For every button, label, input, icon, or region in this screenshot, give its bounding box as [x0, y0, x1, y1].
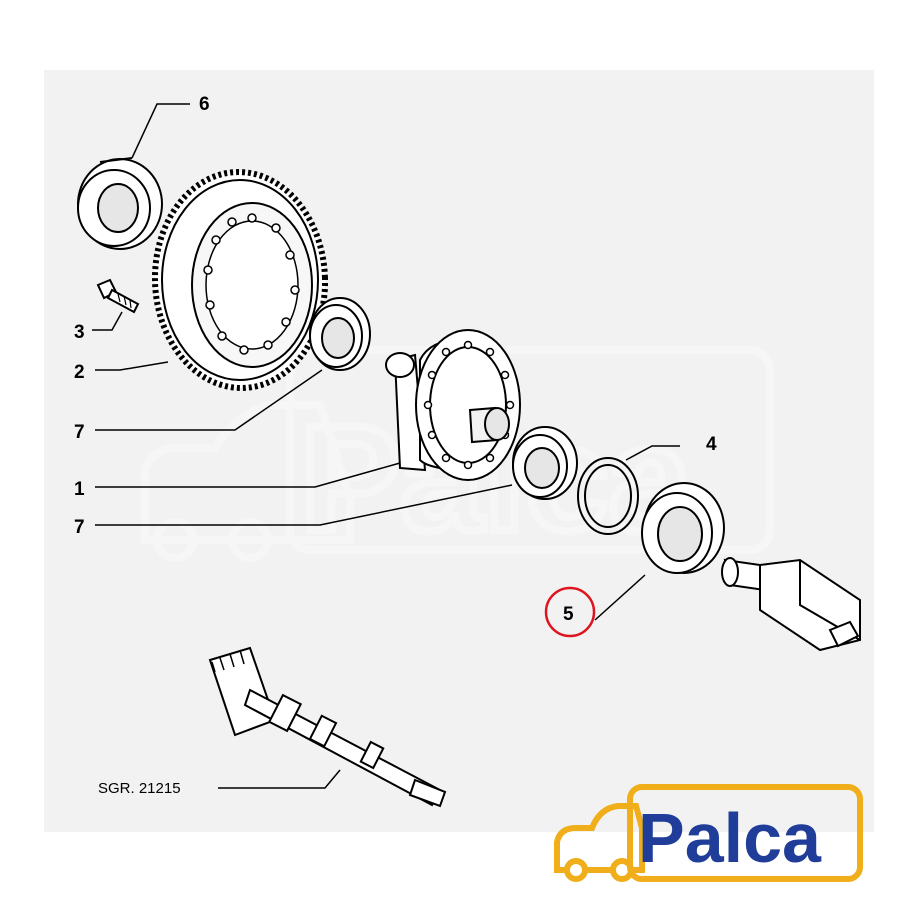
label-2: 2: [74, 362, 85, 383]
label-7-upper: 7: [74, 422, 85, 443]
part-4-shim: [577, 457, 639, 535]
label-3: 3: [74, 322, 85, 343]
leader-7-lower: [95, 484, 513, 526]
output-joint: [721, 557, 861, 652]
part-5-oil-seal: [641, 482, 725, 574]
part-1-differential-housing: [385, 329, 521, 481]
leader-lines: [92, 103, 680, 789]
part-6-seal: [77, 157, 163, 250]
leader-1: [95, 462, 401, 488]
logo-text: Palca: [638, 799, 822, 877]
input-shaft: [208, 646, 447, 808]
palca-logo: Palca: [554, 784, 863, 882]
part-3-bolt: [96, 278, 140, 314]
part-7-bearing-lower: [512, 426, 578, 500]
part-7-bearing-upper: [309, 297, 371, 371]
leader-2: [95, 361, 169, 371]
label-4: 4: [706, 434, 717, 455]
leader-4: [625, 445, 680, 461]
reference-label: SGR. 21215: [98, 780, 181, 797]
leader-3: [92, 311, 123, 331]
leader-6: [131, 103, 190, 159]
part-2-ring-gear: [151, 169, 329, 391]
leader-sgr: [218, 769, 341, 789]
label-6: 6: [199, 94, 210, 115]
leader-5: [594, 574, 646, 621]
label-1: 1: [74, 479, 85, 500]
leader-7-upper: [95, 369, 323, 431]
label-7-lower: 7: [74, 517, 85, 538]
logo-frame: [627, 784, 863, 882]
highlight-circle: [544, 586, 596, 638]
label-5: 5: [563, 604, 574, 625]
